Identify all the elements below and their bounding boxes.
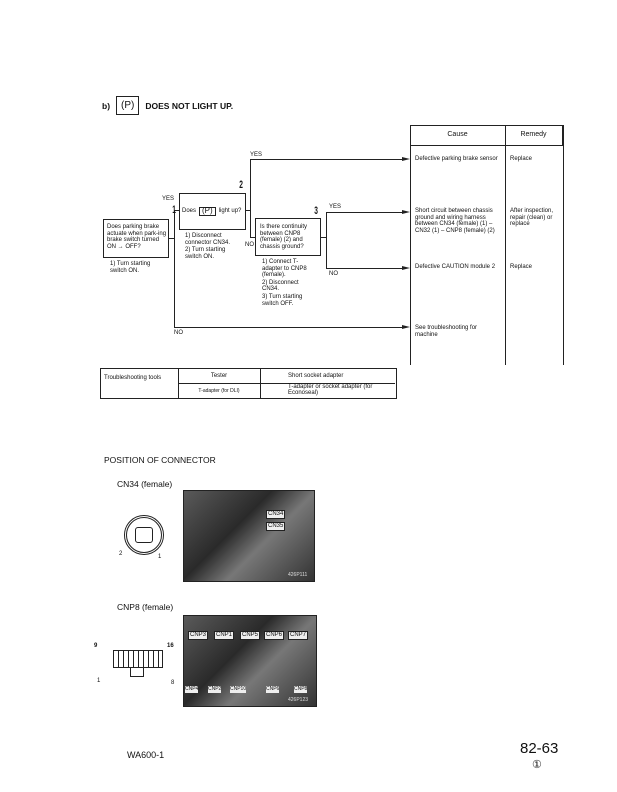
remedy-3: Replace [510,264,533,270]
step2-notes: 1) Disconnect connector CN34. 2) Turn st… [185,233,241,261]
tool-t-adapter-econo: T-adapter or socket adapter (for Econose… [288,384,373,396]
pin-label: 8 [171,680,175,686]
parking-brake-lamp-icon: (P) [116,96,140,115]
step3-question: Is there continuity between CNP8 (female… [260,224,308,250]
step-number: 3 [314,205,318,217]
photo-tag: CNP6 [266,686,280,693]
photo-tag: CN34 [266,510,286,519]
step2-box: Does (P) light up? [179,193,246,230]
section-heading: b) (P) DOES NOT LIGHT UP. [102,96,233,115]
photo-tag: CN35 [266,522,286,531]
tools-label: Troubleshooting tools [104,375,162,381]
cause-3: Defective CAUTION module 2 [415,264,496,270]
cnp8-connector-drawing [113,650,163,668]
photo-tag: CNP10 [230,686,247,693]
cause-remedy-table [410,125,564,365]
step-number: 1 [172,204,176,216]
yes-label: YES [250,152,263,158]
pin-label: 1 [97,678,101,684]
step3-note: 1) Connect T-adapter to CNP8 (female). [262,259,307,279]
header-cause: Cause [447,131,468,138]
footer-model: WA600-1 [127,750,165,760]
step2-note: 1) Disconnect connector CN34. [185,233,231,246]
photo-tag: CNP2 [208,686,222,693]
yes-label: YES [162,196,175,202]
step-number: 2 [239,179,243,191]
parking-brake-lamp-icon: (P) [199,207,216,216]
step3-box: Is there continuity between CNP8 (female… [255,218,321,256]
step1-note: 1) Turn starting switch ON. [110,261,151,274]
photo-id: 426P123 [288,697,309,703]
photo-tag: CNP6 [264,631,285,640]
cause-1: Defective parking brake sensor [415,156,498,162]
footer-page-number: 82-63 [520,740,559,757]
cnp8-label: CNP8 (female) [117,602,174,612]
section-prefix: b) [102,100,111,111]
remedy-1: Replace [510,156,533,162]
step1-box: Does parking brake actuate when park-ing… [103,219,169,258]
pin-label: 9 [94,643,98,649]
pin-label: 16 [167,643,174,649]
cn34-label: CN34 (female) [117,479,173,489]
no-label: NO [174,330,183,336]
yes-label: YES [329,204,342,210]
step3-notes: 1) Connect T-adapter to CNP8 (female). 2… [262,259,316,308]
remedy-2: After inspection, repair (clean) or repl… [510,208,554,228]
step1-question: Does parking brake actuate when park-ing… [107,224,167,250]
photo-tag: CNP8 [294,686,308,693]
photo-tag: CNP7 [288,631,309,640]
step2-question-pre: Does [182,208,197,214]
step2-note: 2) Turn starting switch ON. [185,247,226,260]
footer-revision: ① [532,759,542,771]
tool-tester: Tester [210,373,228,379]
tool-t-adapter-dli: T-adapter (for DLI) [198,388,240,394]
cnp8-photo: CNP3 CNP1 CNP5 CNP6 CNP7 CNP4 CNP2 CNP10… [183,615,317,707]
cn34-connector-drawing [124,515,164,555]
no-label: NO [245,242,254,248]
position-title: POSITION OF CONNECTOR [104,455,216,465]
pin-label: 1 [158,554,162,560]
step3-note: 2) Disconnect CN34. [262,279,299,293]
table-header [410,125,563,146]
pin-label: 2 [119,551,123,557]
step3-note: 3) Turn starting switch OFF. [262,293,303,307]
cn34-photo: CN34 CN35 426P111 [183,490,315,582]
cause-2: Short circuit between chassis ground and… [415,208,495,234]
no-label: NO [329,271,338,277]
photo-tag: CNP1 [214,631,235,640]
header-remedy: Remedy [520,131,547,138]
tool-short-socket: Short socket adapter [288,373,344,379]
step2-question-post: light up? [218,208,242,214]
photo-tag: CNP5 [240,631,261,640]
photo-tag: CNP4 [185,686,199,693]
section-title: DOES NOT LIGHT UP. [145,100,234,111]
photo-tag: CNP3 [188,631,209,640]
photo-id: 426P111 [288,572,308,578]
cause-4: See troubleshooting for machine [415,325,478,338]
